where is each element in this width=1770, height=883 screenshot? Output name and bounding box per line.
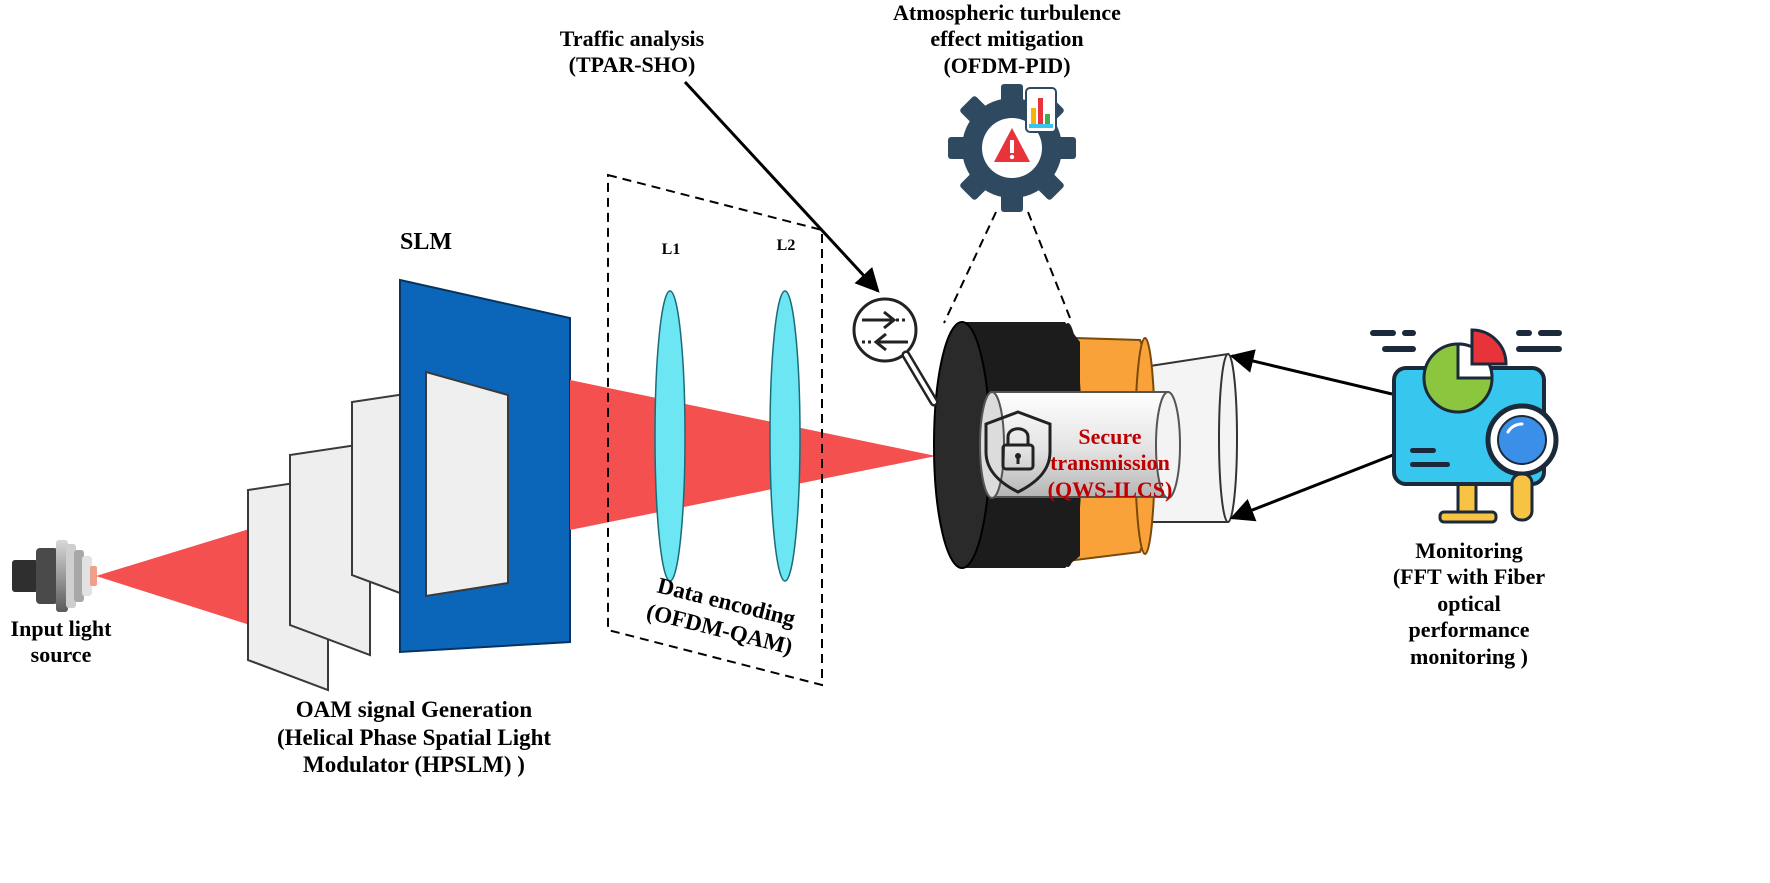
oam-generation-label: OAM signal Generation (Helical Phase Spa… — [276, 697, 552, 778]
lens-l1 — [654, 290, 686, 582]
slm-panel — [399, 278, 571, 654]
data-encoding-box — [607, 173, 823, 687]
monitor-arrow-top — [1229, 349, 1393, 396]
phase-plates — [247, 388, 433, 692]
laser-source-icon — [12, 540, 97, 612]
gear-link-left — [943, 211, 997, 324]
modulated-beam — [570, 380, 936, 530]
lens-l2 — [769, 290, 801, 582]
traffic-arrow — [683, 80, 880, 293]
shield-lock-icon — [984, 410, 1052, 494]
traffic-flow-icon — [852, 297, 918, 363]
monitoring-label: Monitoring (FFT with Fiber optical perfo… — [1392, 538, 1546, 669]
traffic-analysis-label: Traffic analysis (TPAR-SHO) — [559, 26, 705, 78]
input-source-label: Input light source — [10, 616, 112, 668]
secure-transmission-label: Secure transmission (QWS-ILCS) — [1047, 424, 1173, 502]
turbulence-mitigation-label: Atmospheric turbulence effect mitigation… — [893, 0, 1121, 78]
gear-link-right — [1027, 211, 1073, 324]
input-beam — [96, 522, 272, 632]
slm-label: SLM — [399, 229, 452, 255]
bar-chart-icon — [1025, 87, 1057, 133]
monitor-analytics-icon — [1370, 328, 1562, 524]
monitor-arrow-bottom — [1229, 451, 1399, 522]
magnifier-icon — [901, 350, 939, 407]
lens-l1-label: L1 — [661, 241, 681, 258]
lens-l2-label: L2 — [776, 237, 796, 254]
